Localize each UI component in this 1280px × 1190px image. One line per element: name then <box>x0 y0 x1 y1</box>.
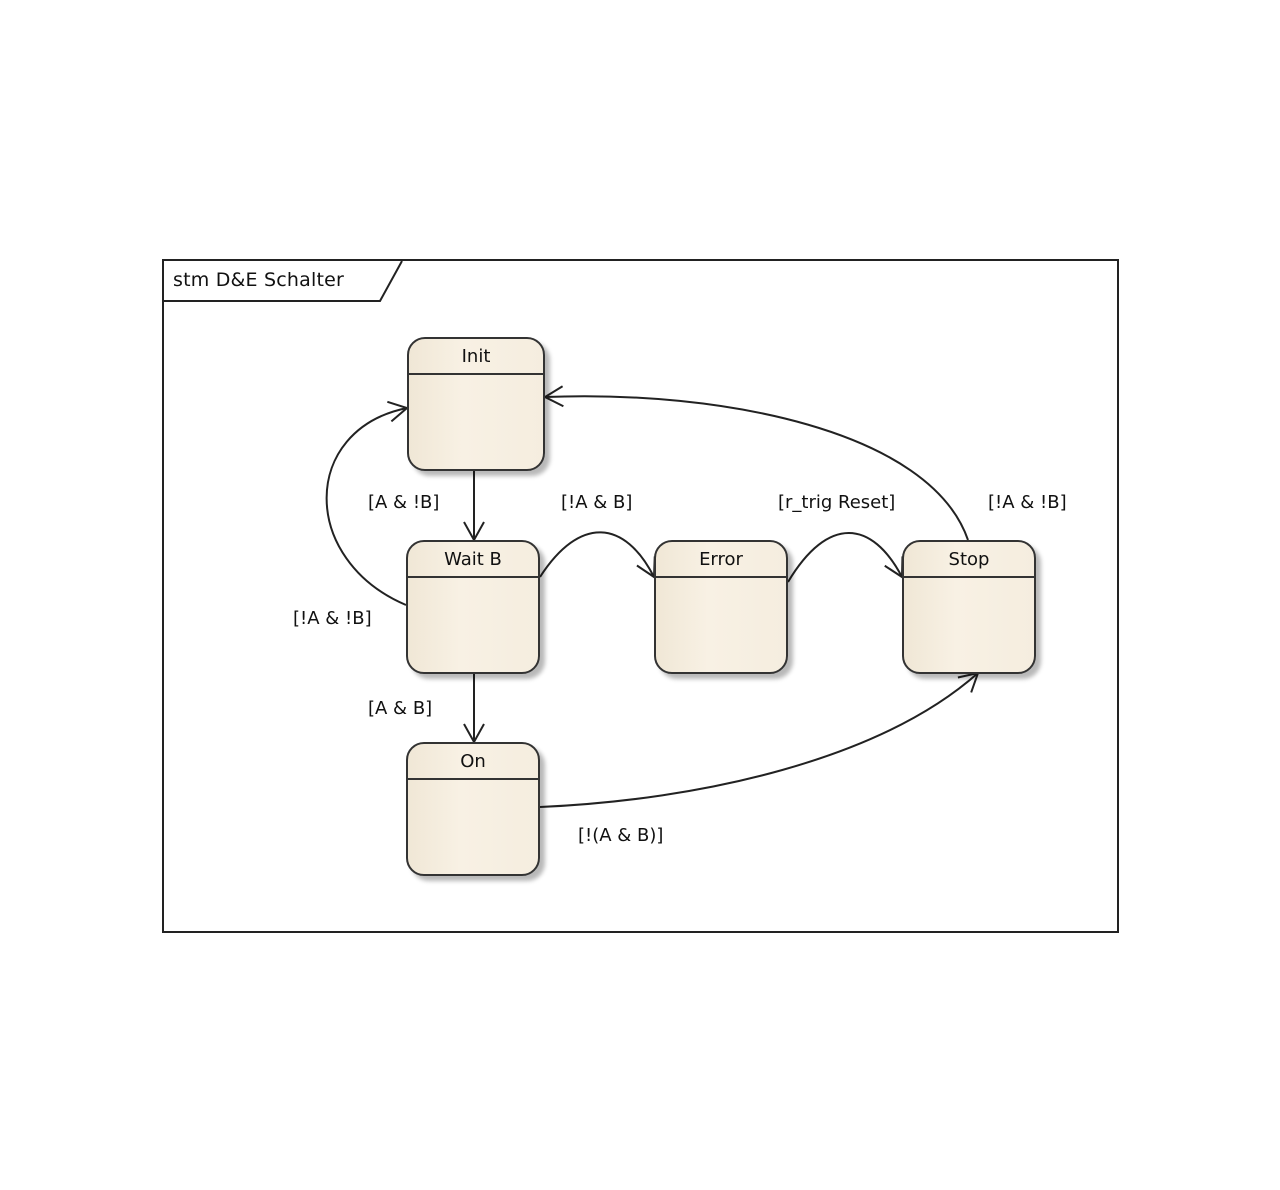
state-on[interactable]: On <box>406 742 540 876</box>
frame <box>162 259 1119 933</box>
transition-error-stop[interactable] <box>787 532 904 583</box>
transition-waitb-init[interactable] <box>325 400 410 606</box>
guard-waitb-on: [A & B] <box>368 698 433 719</box>
state-name: Wait B <box>408 542 538 578</box>
transition-waitb-error[interactable] <box>539 531 656 579</box>
guard-stop-init: [!A & !B] <box>988 492 1067 513</box>
state-init[interactable]: Init <box>407 337 545 471</box>
frame-title: stm D&E Schalter <box>173 269 345 291</box>
state-wait-b[interactable]: Wait B <box>406 540 540 674</box>
transition-on-stop[interactable] <box>539 671 980 808</box>
guard-waitb-error: [!A & B] <box>561 492 633 513</box>
transition-stop-init[interactable] <box>542 385 969 541</box>
guard-error-stop: [r_trig Reset] <box>778 492 896 513</box>
state-name: Init <box>409 339 543 375</box>
state-stop[interactable]: Stop <box>902 540 1036 674</box>
state-error[interactable]: Error <box>654 540 788 674</box>
state-name: Stop <box>904 542 1034 578</box>
guard-on-stop: [!(A & B)] <box>578 825 664 846</box>
state-name: On <box>408 744 538 780</box>
state-name: Error <box>656 542 786 578</box>
guard-init-waitb: [A & !B] <box>368 492 440 513</box>
guard-waitb-init: [!A & !B] <box>293 608 372 629</box>
